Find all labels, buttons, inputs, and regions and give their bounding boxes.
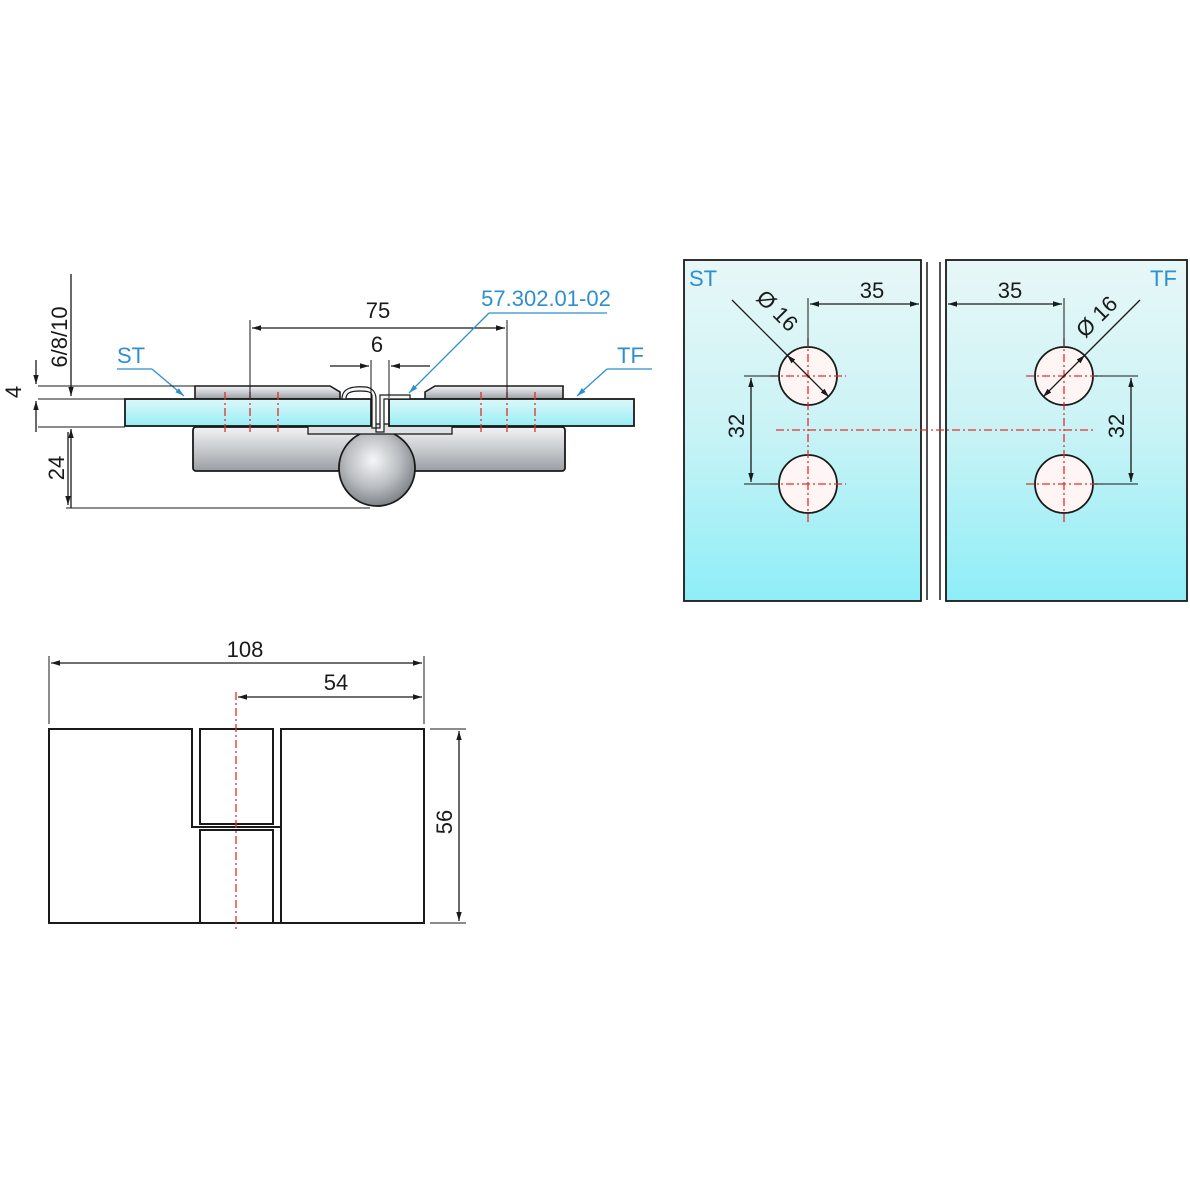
tf-callout-label: TF (617, 343, 644, 368)
left-cover-plate (194, 385, 341, 400)
dim-24-label: 24 (44, 456, 69, 480)
front-right-leaf (280, 728, 425, 924)
glass-tf (388, 398, 635, 427)
right-cover-plate (424, 385, 564, 400)
dim-56-label: 56 (432, 810, 457, 834)
panel-tf-dim-35: 35 (998, 278, 1022, 303)
dim-75-label: 75 (366, 298, 390, 323)
front-view: 108 54 56 (48, 637, 466, 932)
st-leader (151, 368, 185, 397)
dim-108-label: 108 (227, 637, 264, 662)
panel-st-dim-35: 35 (860, 278, 884, 303)
hinge-barrel (338, 429, 416, 507)
panel-st-label: ST (689, 266, 717, 291)
front-left-leaf (48, 728, 282, 924)
dim-thickness-label: 6/8/10 (47, 306, 72, 367)
glass-drilling-view: ST TF 35 35 Ø 16 Ø 16 (683, 259, 1188, 602)
dim-6-label: 6 (371, 332, 383, 357)
glass-panel-st (683, 259, 922, 602)
dim-4-label: 4 (1, 386, 26, 398)
seal-profile (341, 386, 411, 433)
dim-54-label: 54 (324, 670, 348, 695)
tf-leader (576, 368, 608, 397)
st-callout-label: ST (117, 343, 145, 368)
panel-st-dim-32: 32 (724, 414, 749, 438)
part-number-label: 57.302.01-02 (481, 286, 611, 311)
panel-tf-dim-32: 32 (1104, 414, 1129, 438)
panel-tf-label: TF (1150, 266, 1177, 291)
part-number-leader (408, 312, 490, 394)
section-view: 75 6 57.302.01-02 ST TF 6/8/10 4 (1, 274, 652, 509)
glass-st (124, 398, 372, 427)
